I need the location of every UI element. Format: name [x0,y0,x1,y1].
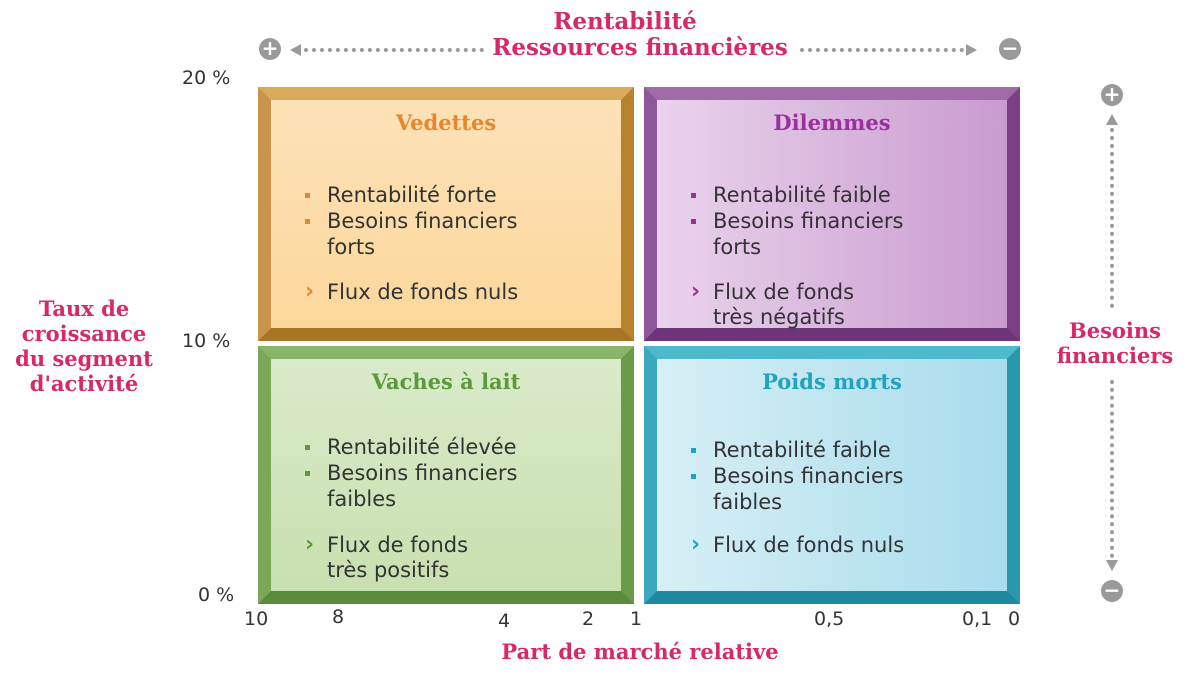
dotted-line-down [1110,380,1114,558]
chevron-right-icon: › [691,279,701,304]
flux-block: › Flux de fonds nuls [691,532,905,558]
flux-text: Flux de fonds [713,280,855,304]
flux-row: › Flux de fonds [691,279,855,305]
flux-text: Flux de fonds [327,533,469,557]
bullet-dot [305,219,310,224]
bullet-list: Rentabilité faible Besoins financiers fo… [691,182,903,260]
bullet-text: Rentabilité forte [327,183,497,207]
flux-block: › Flux de fonds nuls [305,279,519,305]
list-item: Rentabilité faible [691,437,903,463]
arrow-down-icon [1106,560,1118,571]
right-axis-title-line: Besoins [1068,318,1161,343]
bottom-axis-title: Part de marché relative [501,639,779,664]
bullet-text: forts [713,235,762,259]
bullet-dot [691,219,696,224]
list-item: forts [691,234,903,260]
flux-text: très négatifs [713,305,845,329]
plus-icon: + [1101,84,1123,106]
list-item: Rentabilité faible [691,182,903,208]
left-axis-title-line: d'activité [29,371,139,396]
bullet-text: Rentabilité faible [713,183,891,207]
flux-text: Flux de fonds nuls [327,280,519,304]
bullet-text: Besoins financiers [327,209,518,233]
left-axis-title-line: Taux de [38,296,130,321]
top-axis-title-ressources: Ressources financières [492,34,788,61]
y-tick-0: 0 % [198,584,235,606]
bullet-list: Rentabilité faible Besoins financiers fa… [691,437,903,515]
flux-row: › Flux de fonds nuls [691,532,905,558]
list-item: Besoins financiers [691,463,903,489]
flux-row: très négatifs [691,305,854,330]
list-item: Rentabilité forte [305,182,517,208]
x-tick-8: 8 [332,606,345,628]
top-axis-title-rentabilite: Rentabilité [553,8,697,35]
right-axis-title: Besoins financiers [1040,318,1190,368]
chevron-right-icon: › [305,532,315,557]
quadrant-vedettes: Vedettes Rentabilité forte Besoins finan… [258,87,634,341]
list-item: forts [305,234,517,260]
chevron-right-icon: › [305,279,315,304]
bullet-dot [691,193,696,198]
flux-row: très positifs [305,558,468,583]
left-axis-title-line: du segment [15,346,153,371]
list-item: faibles [691,489,903,515]
flux-row: › Flux de fonds [305,532,469,558]
plus-icon: + [259,38,281,60]
bullet-text: forts [327,235,376,259]
left-axis-title: Taux de croissance du segment d'activité [4,296,164,396]
arrow-right-icon [966,44,977,56]
bullet-dot [691,448,696,453]
chevron-right-icon: › [691,532,701,557]
flux-block: › Flux de fonds très négatifs [691,279,855,330]
flux-text: très positifs [327,558,450,582]
bullet-dot [305,471,310,476]
x-tick-4: 4 [498,610,511,632]
bullet-text: Rentabilité élevée [327,435,517,459]
bullet-text: Besoins financiers [713,464,904,488]
x-tick-0-5: 0,5 [814,608,845,630]
left-axis-title-line: croissance [21,321,147,346]
bullet-text: Besoins financiers [327,461,518,485]
x-tick-10: 10 [244,608,269,630]
list-item: Besoins financiers [305,460,517,486]
arrow-left-icon [290,44,301,56]
bullet-list: Rentabilité élevée Besoins financiers fa… [305,434,517,512]
quadrant-title: Vaches à lait [371,369,521,394]
x-tick-0-1: 0,1 [962,608,993,630]
quadrant-vaches-a-lait: Vaches à lait Rentabilité élevée Besoins… [258,346,634,604]
flux-row: › Flux de fonds nuls [305,279,519,305]
bullet-text: Rentabilité faible [713,438,891,462]
list-item: Rentabilité élevée [305,434,517,460]
quadrant-title: Poids morts [762,369,902,394]
quadrant-title: Dilemmes [773,110,891,135]
dotted-line-up [1110,128,1114,308]
list-item: Besoins financiers [305,208,517,234]
flux-text: Flux de fonds nuls [713,533,905,557]
dotted-line-right [800,48,964,52]
right-axis-title-line: financiers [1056,343,1174,368]
quadrant-poids-morts: Poids morts Rentabilité faible Besoins f… [644,346,1020,604]
arrow-up-icon [1106,114,1118,125]
bullet-dot [691,474,696,479]
list-item: faibles [305,486,517,512]
x-tick-0: 0 [1008,608,1021,630]
quadrant-dilemmes: Dilemmes Rentabilité faible Besoins fina… [644,87,1020,341]
bullet-list: Rentabilité forte Besoins financiers for… [305,182,517,260]
x-tick-2: 2 [582,608,595,630]
x-tick-1: 1 [630,608,643,630]
bullet-text: faibles [713,490,783,514]
minus-icon: − [1101,580,1123,602]
flux-block: › Flux de fonds très positifs [305,532,469,583]
y-tick-20: 20 % [182,67,231,89]
dotted-line-left [304,48,484,52]
bullet-text: faibles [327,487,397,511]
bullet-dot [305,193,310,198]
bullet-dot [305,445,310,450]
y-tick-10: 10 % [182,330,231,352]
list-item: Besoins financiers [691,208,903,234]
bullet-text: Besoins financiers [713,209,904,233]
minus-icon: − [999,38,1021,60]
quadrant-title: Vedettes [395,110,497,135]
